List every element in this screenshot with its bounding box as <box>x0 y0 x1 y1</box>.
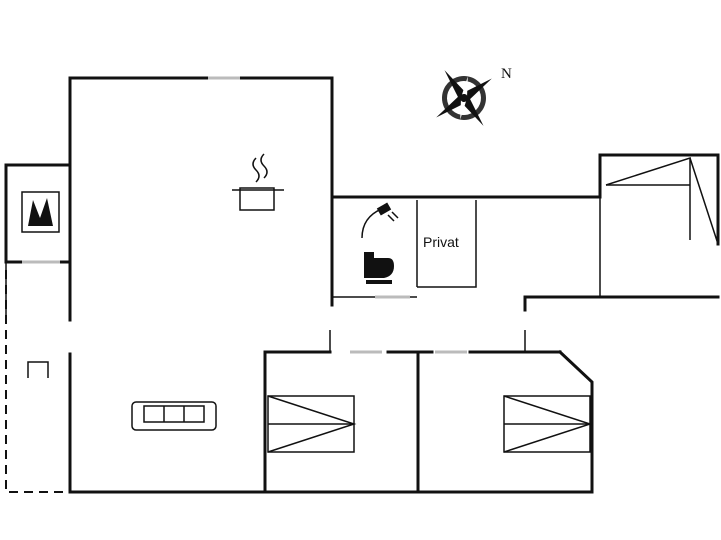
room-label-privat: Privat <box>423 234 459 250</box>
fireplace-icon <box>21 191 60 233</box>
sofa-icon <box>131 401 217 431</box>
compass-north-letter: N <box>501 66 512 82</box>
windows <box>22 76 467 354</box>
toilet-icon <box>364 252 394 284</box>
terrace-outline <box>5 270 70 493</box>
east-wing-fixtures <box>605 156 719 245</box>
shower-icon <box>361 202 399 239</box>
compass-rose-icon <box>436 70 492 126</box>
cooking-pot-icon <box>232 153 284 211</box>
stairs-icon <box>27 361 49 378</box>
bed-icon <box>267 395 357 453</box>
bed-icon-2 <box>503 395 593 453</box>
wall-north <box>68 76 720 322</box>
wall-bedroom2-east <box>557 349 594 494</box>
privat-room-wall <box>417 200 477 288</box>
walls <box>4 76 720 494</box>
